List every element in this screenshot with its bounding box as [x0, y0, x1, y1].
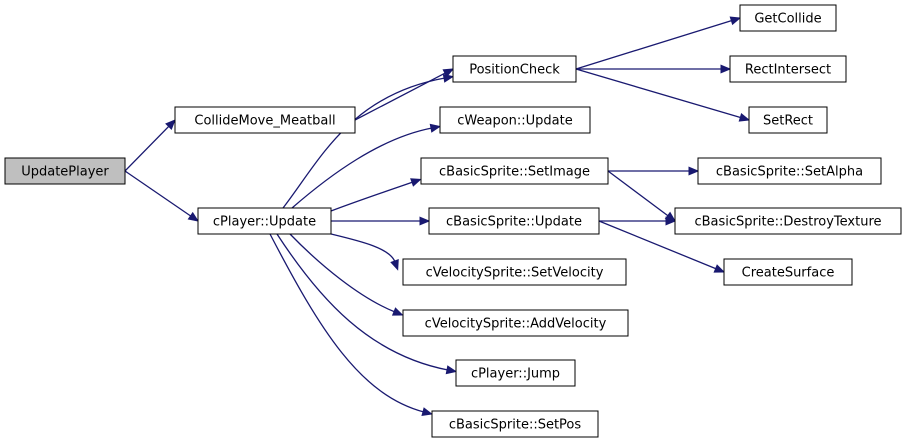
edge-updateplayer-to-collidemove: [124, 125, 170, 172]
edge-positioncheck-to-getcollide-arrowhead: [729, 16, 742, 26]
edge-cplayer_update-to-addvelocity: [289, 233, 396, 313]
edge-cplayer_update-to-cweapon_update-arrowhead: [429, 123, 442, 133]
node-box[interactable]: [697, 157, 882, 185]
node-box[interactable]: [739, 4, 837, 32]
node-label: cPlayer::Jump: [471, 367, 560, 382]
edge-setimage-to-destroytexture: [607, 170, 669, 217]
edge-positioncheck-to-setrect: [575, 68, 742, 119]
node-getcollide[interactable]: GetCollide: [739, 4, 837, 32]
edge-cplayer_update-to-setimage: [330, 181, 414, 212]
edge-cplayer_update-to-cweapon_update: [291, 127, 433, 209]
node-box[interactable]: [4, 157, 126, 185]
edge-updateplayer-to-cplayer_update-arrowhead: [187, 211, 200, 222]
edge-cplayer_update-to-jump-arrowhead: [445, 365, 458, 375]
node-box[interactable]: [439, 106, 591, 134]
node-label: cBasicSprite::Update: [446, 215, 582, 230]
node-label: SetRect: [763, 114, 813, 129]
edge-bs_update-to-destroytexture-arrowhead: [665, 216, 677, 226]
node-positioncheck[interactable]: PositionCheck: [452, 55, 577, 83]
node-bs_update[interactable]: cBasicSprite::Update: [428, 207, 600, 235]
edge-setimage-to-setalpha-arrowhead: [688, 166, 700, 176]
node-label: GetCollide: [754, 12, 821, 27]
edge-cplayer_update-to-positioncheck: [282, 77, 446, 209]
edge-updateplayer-to-cplayer_update: [124, 170, 192, 218]
node-box[interactable]: [729, 55, 847, 83]
edge-cplayer_update-to-setvelocity-arrowhead: [390, 259, 399, 271]
node-label: cPlayer::Update: [213, 215, 316, 230]
node-box[interactable]: [420, 157, 609, 185]
node-box[interactable]: [674, 207, 902, 235]
node-cweapon_update[interactable]: cWeapon::Update: [439, 106, 591, 134]
node-label: PositionCheck: [469, 63, 560, 78]
edge-cplayer_update-to-addvelocity-arrowhead: [391, 307, 404, 316]
edge-positioncheck-to-getcollide: [575, 19, 733, 70]
node-label: UpdatePlayer: [21, 165, 109, 180]
node-createsurface[interactable]: CreateSurface: [723, 258, 853, 286]
node-label: cBasicSprite::SetImage: [439, 165, 590, 180]
node-destroytexture[interactable]: cBasicSprite::DestroyTexture: [674, 207, 902, 235]
nodes-layer: UpdatePlayer CollideMove_Meatball cPlayer:…: [4, 4, 902, 438]
edge-cplayer_update-to-setpos: [269, 233, 425, 413]
edge-cplayer_update-to-setpos-arrowhead: [421, 407, 433, 417]
node-setalpha[interactable]: cBasicSprite::SetAlpha: [697, 157, 882, 185]
node-setvelocity[interactable]: cVelocitySprite::SetVelocity: [402, 258, 627, 286]
node-label: CollideMove_Meatball: [194, 114, 335, 129]
node-box[interactable]: [402, 309, 629, 337]
node-label: cBasicSprite::SetPos: [449, 418, 582, 433]
node-box[interactable]: [428, 207, 600, 235]
node-box[interactable]: [748, 106, 828, 134]
node-label: cVelocitySprite::AddVelocity: [425, 317, 607, 332]
node-box[interactable]: [452, 55, 577, 83]
node-box[interactable]: [174, 106, 356, 134]
edge-bs_update-to-createsurface-arrowhead: [713, 264, 726, 273]
node-updateplayer[interactable]: UpdatePlayer: [4, 157, 126, 185]
node-addvelocity[interactable]: cVelocitySprite::AddVelocity: [402, 309, 629, 337]
node-label: cBasicSprite::SetAlpha: [716, 165, 863, 180]
node-box[interactable]: [723, 258, 853, 286]
node-label: CreateSurface: [742, 266, 835, 281]
node-box[interactable]: [455, 359, 576, 387]
node-jump[interactable]: cPlayer::Jump: [455, 359, 576, 387]
node-box[interactable]: [197, 207, 332, 235]
edge-cplayer_update-to-jump: [276, 233, 449, 371]
node-label: cVelocitySprite::SetVelocity: [426, 266, 604, 281]
node-setimage[interactable]: cBasicSprite::SetImage: [420, 157, 609, 185]
edge-cplayer_update-to-bs_update-arrowhead: [419, 216, 431, 226]
edge-cplayer_update-to-positioncheck-arrowhead: [442, 73, 455, 83]
node-rectintersect[interactable]: RectIntersect: [729, 55, 847, 83]
edge-positioncheck-to-rectintersect-arrowhead: [720, 64, 732, 74]
node-setrect[interactable]: SetRect: [748, 106, 828, 134]
edges-layer: [124, 16, 751, 417]
edge-cplayer_update-to-setimage-arrowhead: [410, 178, 422, 187]
edge-positioncheck-to-setrect-arrowhead: [738, 112, 751, 122]
edge-updateplayer-to-collidemove-arrowhead: [165, 119, 176, 130]
node-label: RectIntersect: [745, 63, 831, 78]
node-box[interactable]: [402, 258, 627, 286]
node-label: cBasicSprite::DestroyTexture: [694, 215, 881, 230]
edge-collidemove-to-positioncheck-arrowhead: [442, 68, 455, 78]
edge-cplayer_update-to-setvelocity: [330, 233, 396, 263]
node-cplayer_update[interactable]: cPlayer::Update: [197, 207, 332, 235]
node-setpos[interactable]: cBasicSprite::SetPos: [431, 410, 599, 438]
node-collidemove[interactable]: CollideMove_Meatball: [174, 106, 356, 134]
node-box[interactable]: [431, 410, 599, 438]
node-label: cWeapon::Update: [457, 114, 573, 129]
edge-bs_update-to-createsurface: [598, 220, 717, 270]
edge-collidemove-to-positioncheck: [354, 72, 447, 121]
